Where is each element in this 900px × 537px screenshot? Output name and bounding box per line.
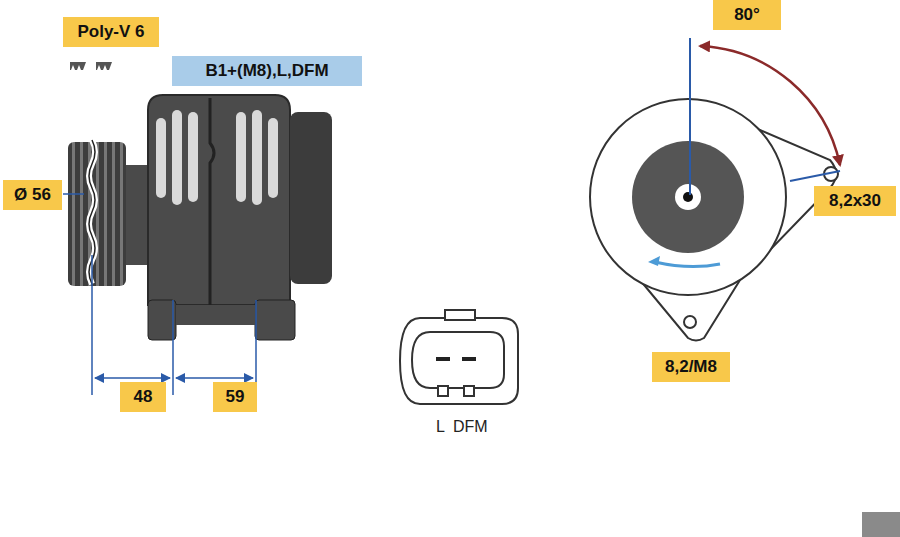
label-text: Ø 56: [14, 185, 51, 205]
dimension-label: 8,2/M8: [652, 352, 730, 382]
label-text: 80°: [734, 5, 760, 25]
label-text: 8,2x30: [829, 191, 881, 211]
label-text: Poly-V 6: [77, 22, 144, 42]
label-text: 59: [226, 387, 245, 407]
label-text: 48: [134, 387, 153, 407]
pin-name: DFM: [453, 418, 488, 436]
callout-label: Poly-V 6: [63, 17, 159, 47]
pin-name: L: [436, 418, 445, 436]
dimension-label: 48: [120, 382, 166, 412]
terminal-label: B1+(M8),L,DFM: [172, 56, 362, 86]
label-text: 8,2/M8: [665, 357, 717, 377]
angle-label: 80°: [713, 0, 781, 30]
dimension-label: Ø 56: [3, 180, 62, 210]
dimension-label: 8,2x30: [814, 186, 896, 216]
label-text: B1+(M8),L,DFM: [205, 61, 328, 81]
dimension-label: 59: [213, 382, 257, 412]
